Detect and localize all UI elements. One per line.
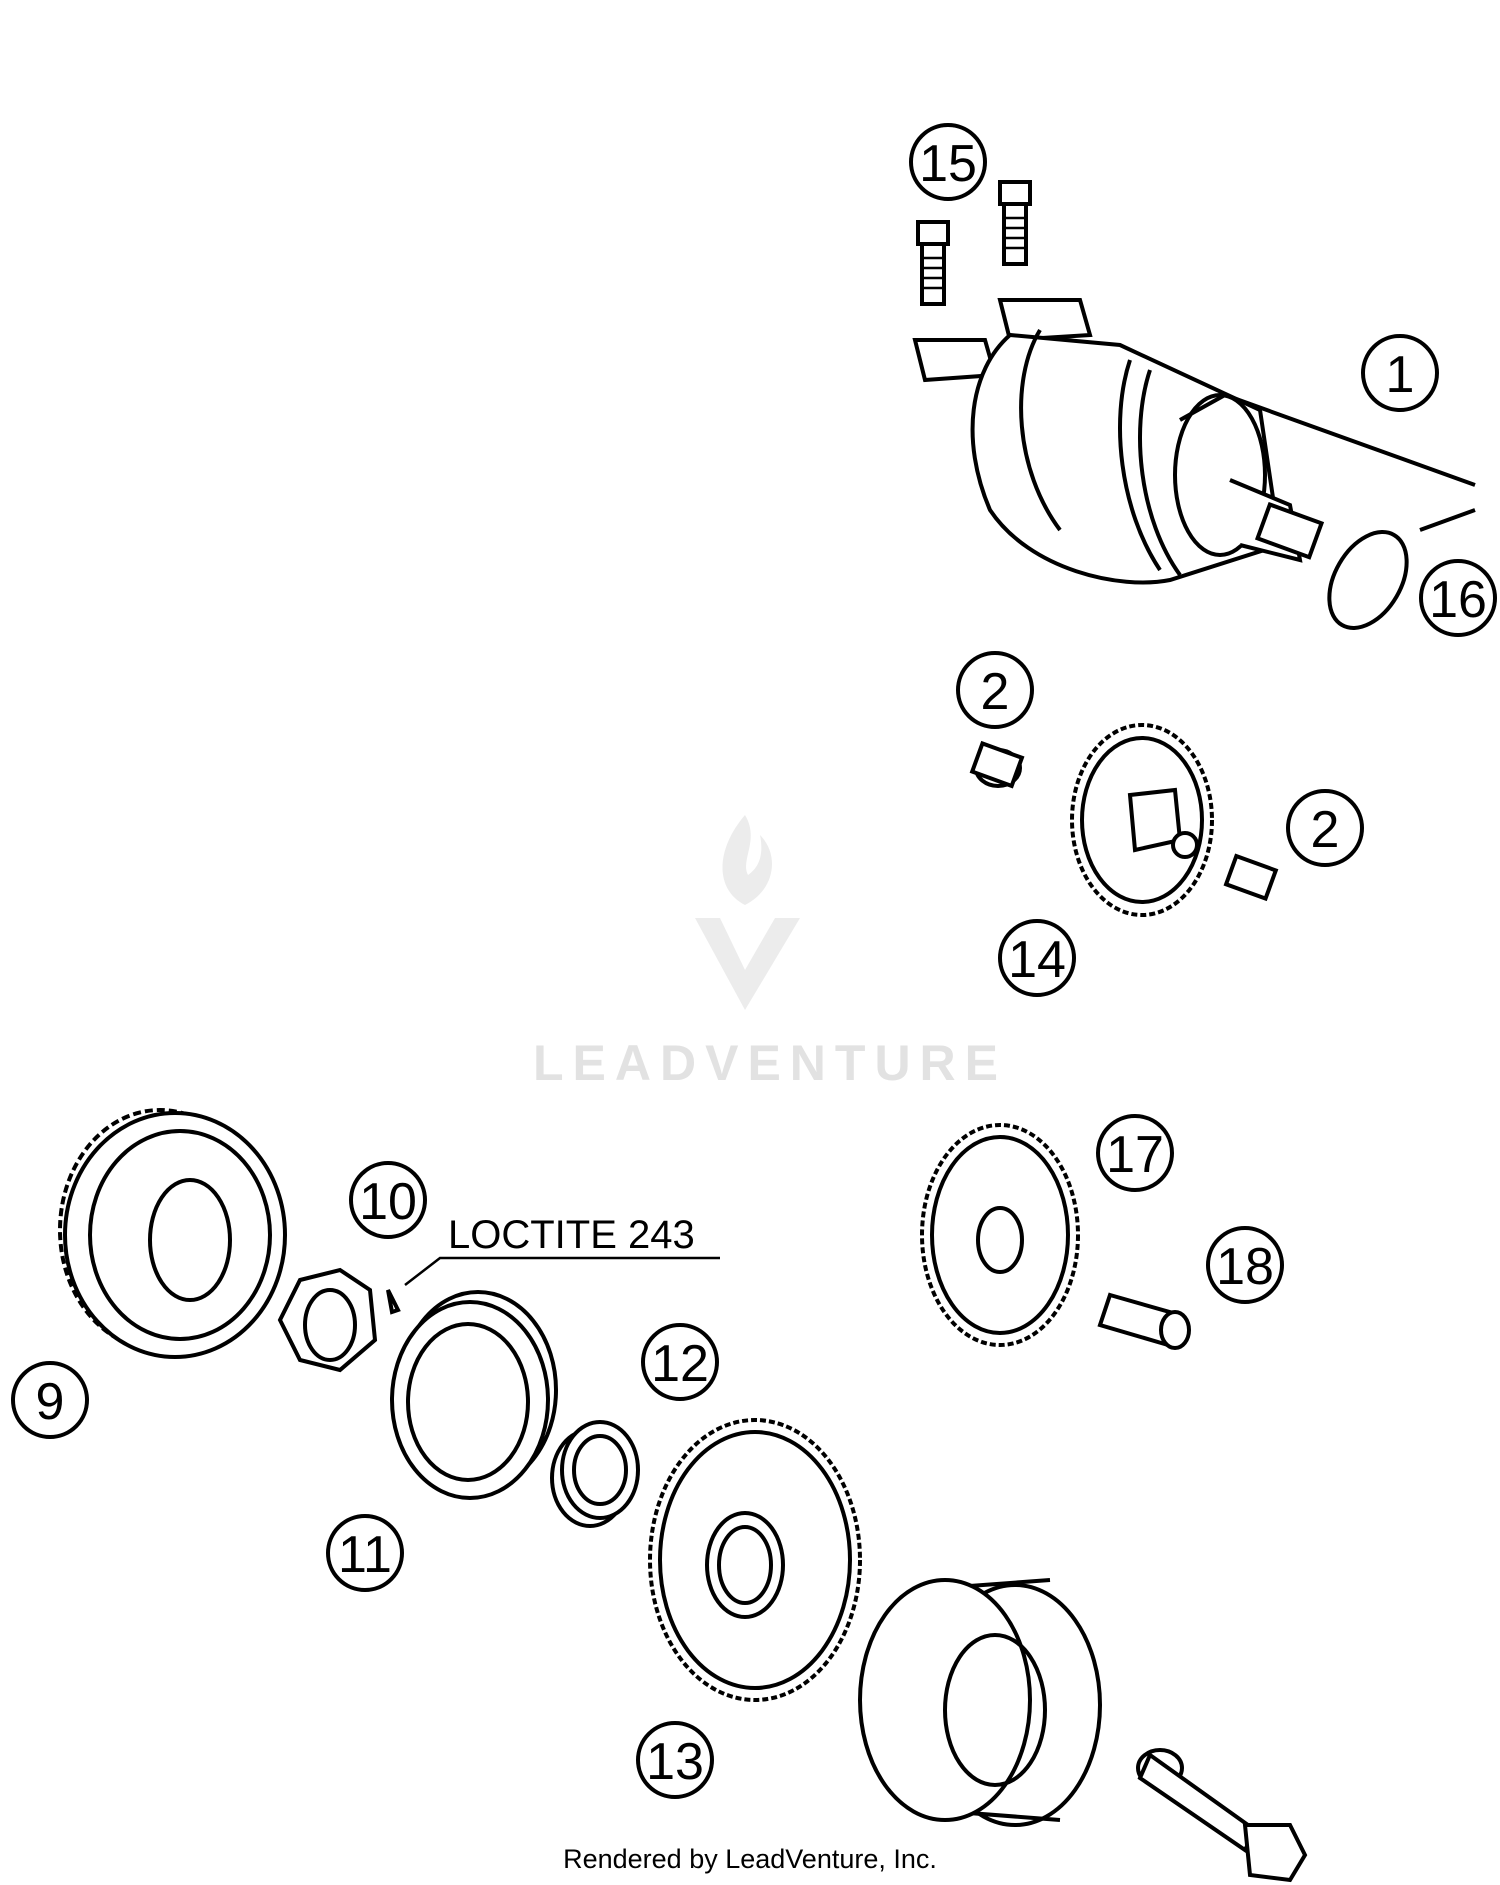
callout-1: 1 [1361,334,1439,412]
svg-text:16: 16 [1429,571,1487,629]
part-14-idler-gear [1070,723,1214,917]
part-12-needle-bearing [550,1420,640,1528]
callout-13: 13 [636,1721,714,1799]
svg-text:18: 18 [1216,1238,1274,1296]
callout-11: 11 [326,1514,404,1592]
part-2-bushing-b [1223,853,1279,902]
svg-text:2: 2 [981,663,1010,721]
svg-text:9: 9 [36,1373,65,1431]
watermark-logo: LEADVENTURE [533,815,1007,1091]
callout-15: 15 [909,123,987,201]
loctite-note: LOCTITE 243 [448,1213,695,1257]
leader-1 [1179,392,1476,532]
part-13-gear [648,1418,862,1702]
svg-text:12: 12 [651,1335,709,1393]
callout-10: 10 [349,1161,427,1239]
flywheel-bolt [1136,1748,1308,1883]
svg-text:17: 17 [1106,1126,1164,1184]
part-10-nut [277,1267,378,1373]
callout-2b: 2 [1286,789,1364,867]
callout-17: 17 [1096,1114,1174,1192]
svg-text:10: 10 [359,1173,417,1231]
svg-text:1: 1 [1386,346,1415,404]
part-1-starter-motor [912,298,1325,585]
watermark-text: LEADVENTURE [533,1035,1007,1091]
svg-text:13: 13 [646,1733,704,1791]
part-9-starter-gear [58,1108,287,1359]
part-18-pin [1097,1292,1191,1350]
svg-text:11: 11 [338,1526,392,1584]
callout-16: 16 [1419,559,1497,637]
callout-9: 9 [11,1361,89,1439]
svg-text:2: 2 [1311,801,1340,859]
footer-credit: Rendered by LeadVenture, Inc. [563,1844,937,1874]
callout-14: 14 [998,919,1076,997]
callout-2a: 2 [956,651,1034,729]
flywheel [858,1578,1102,1827]
part-10-pin [386,1289,401,1315]
svg-text:14: 14 [1008,931,1066,989]
loctite-leader [404,1256,720,1286]
part-2-bushing-a [969,740,1025,789]
callout-18: 18 [1206,1226,1284,1304]
part-11-freewheel-ring [390,1290,558,1500]
part-16-oring [1327,530,1409,630]
svg-text:15: 15 [919,135,977,193]
callout-12: 12 [641,1323,719,1401]
part-15-bolts [916,180,1032,306]
part-17-gear [920,1123,1080,1347]
